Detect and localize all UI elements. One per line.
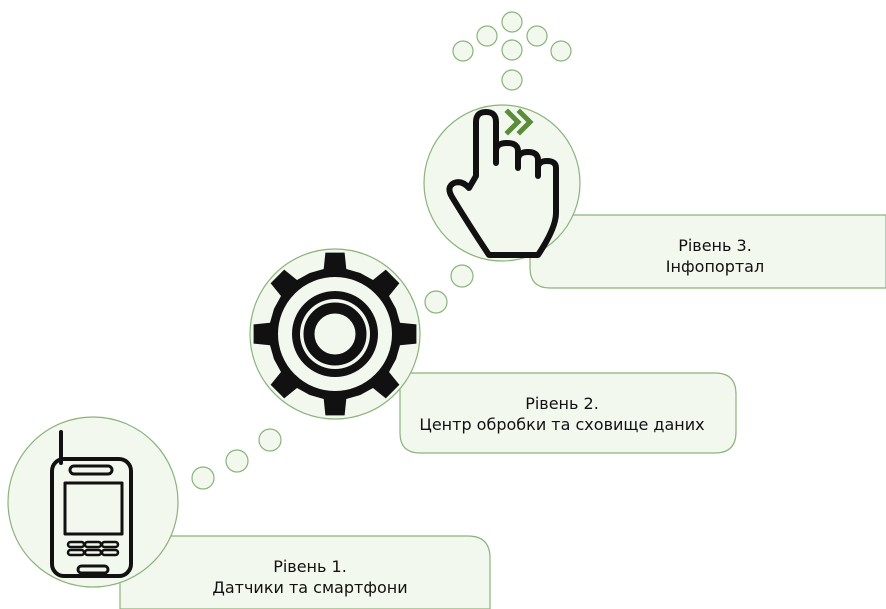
level-2-subtitle: Центр обробки та сховище даних [419, 415, 705, 434]
level-1-title: Рівень 1. [273, 557, 347, 576]
phone-icon [50, 430, 133, 578]
arrow-dot [550, 40, 572, 62]
level-1-circle [7, 416, 179, 588]
pointing-hand-icon [446, 109, 559, 258]
connector-dot [225, 449, 249, 473]
level-3-box [529, 214, 886, 289]
level-3-title: Рівень 3. [678, 236, 752, 255]
level-1-subtitle: Датчики та смартфони [212, 578, 408, 597]
arrow-dot [501, 11, 523, 33]
arrow-dot [501, 39, 523, 61]
arrow-dot [501, 69, 523, 91]
arrow-dot [452, 40, 474, 62]
double-chevron-icon [504, 108, 534, 136]
arrow-dot [476, 25, 498, 47]
gear-band [278, 277, 392, 391]
level-2-title: Рівень 2. [525, 394, 599, 413]
gear-icon [253, 252, 417, 416]
level-2-box [399, 372, 737, 454]
gear-hub [303, 302, 367, 366]
arrow-dot [526, 25, 548, 47]
level-2-label: Рівень 2. Центр обробки та сховище даних [362, 393, 762, 435]
level-1-box [119, 535, 491, 609]
level-1-label: Рівень 1. Датчики та смартфони [180, 556, 440, 598]
level-3-circle [423, 104, 581, 262]
connector-dot [258, 428, 282, 452]
connector-dot [450, 264, 474, 288]
level-3-label: Рівень 3. Інфопортал [630, 235, 800, 277]
connector-dot [191, 466, 215, 490]
connector-dot [424, 290, 448, 314]
level-3-subtitle: Інфопортал [665, 257, 765, 276]
